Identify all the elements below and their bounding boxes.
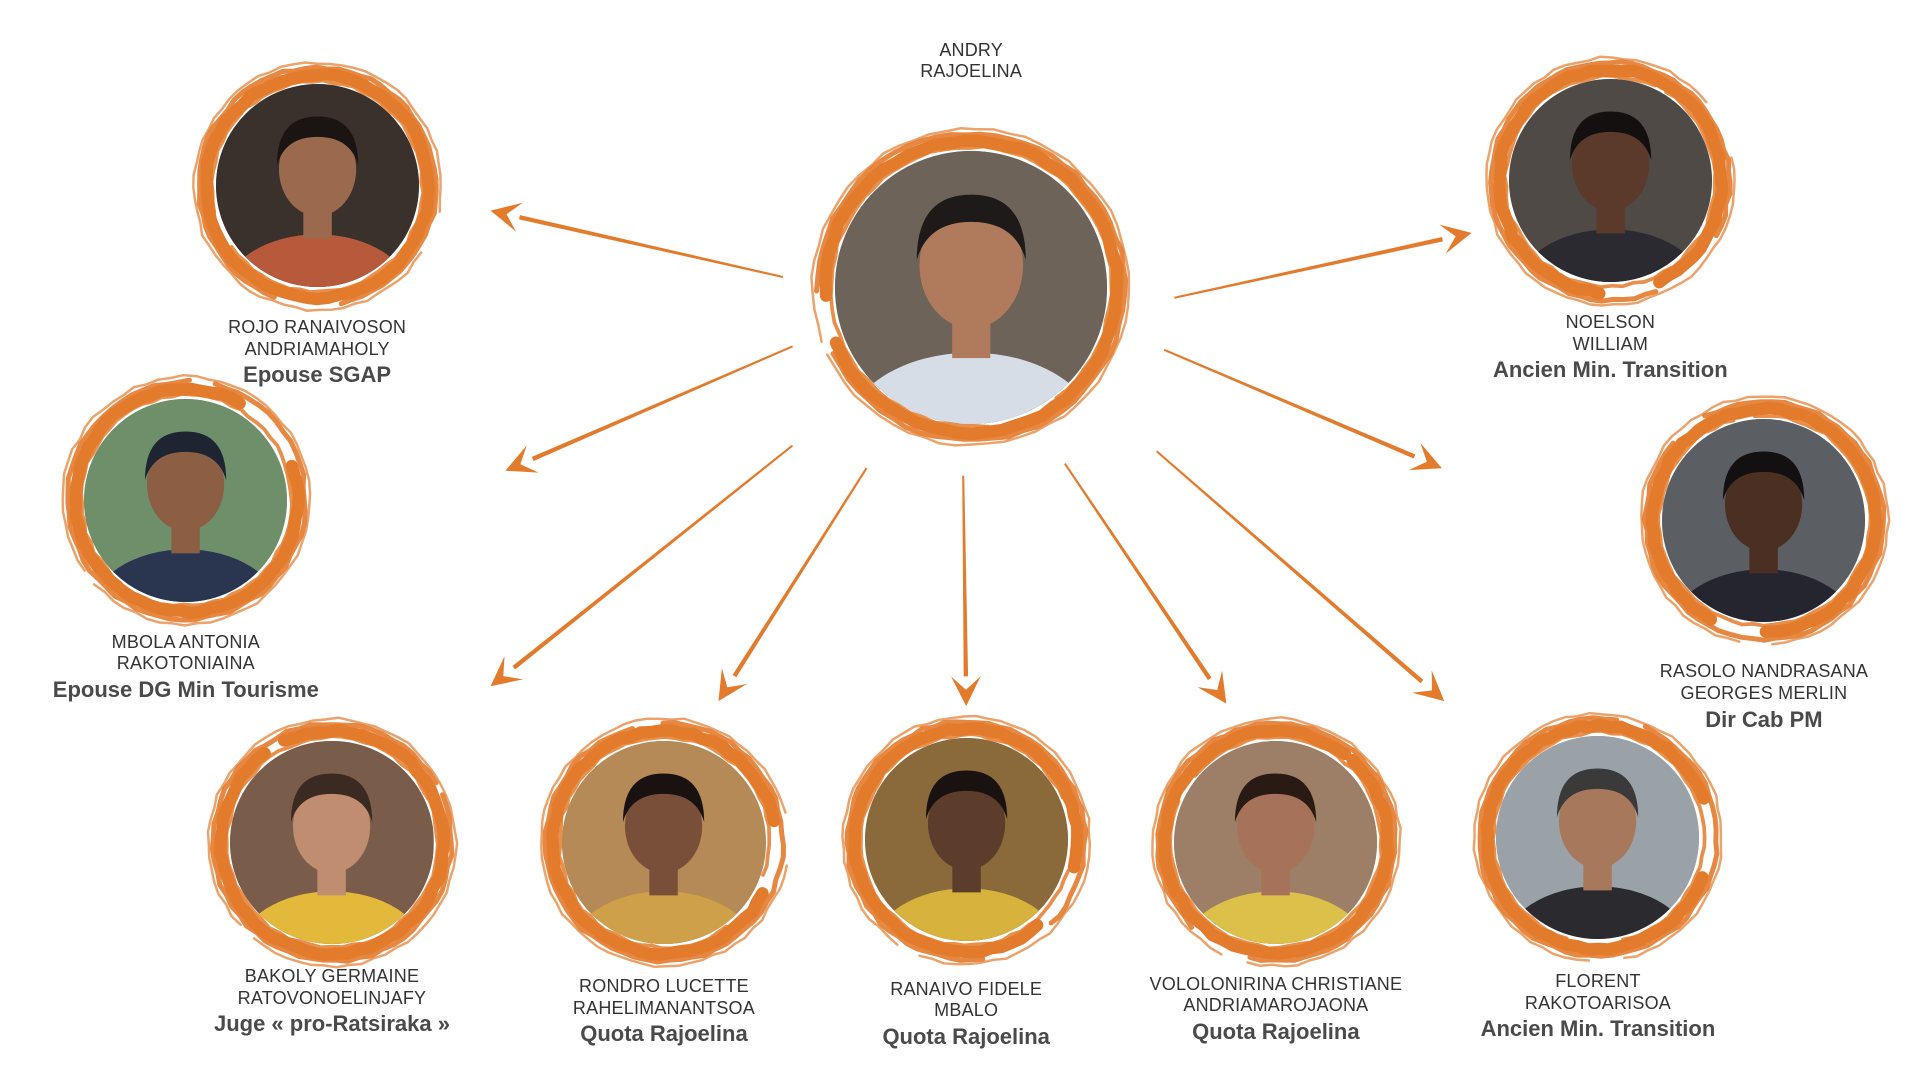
- person-role: Quota Rajoelina: [1192, 1018, 1360, 1044]
- person-name-line-2: ANDRIAMAHOLY: [244, 338, 390, 359]
- person-name-line-2: RAKOTOARISOA: [1524, 992, 1671, 1013]
- person-node-ranaivo: RANAIVO FIDELE MBALO Quota Rajoelina: [835, 709, 1098, 1049]
- center-name-line-2: RAJOELINA: [920, 61, 1023, 82]
- person-name-line-2: WILLIAM: [1572, 333, 1649, 354]
- arrow-ranaivo: [951, 475, 981, 707]
- person-portrait: [215, 84, 419, 288]
- arrow-shaft: [531, 345, 793, 461]
- arrow-noelson: [1174, 224, 1472, 299]
- person-portrait: [84, 398, 288, 602]
- person-node-florent: FLORENT RAKOTOARISOA Ancien Min. Transit…: [1467, 706, 1730, 1041]
- person-node-noelson: NOELSON WILLIAM Ancien Min. Transition: [1479, 50, 1742, 382]
- portrait-photo: [1662, 418, 1866, 622]
- person-role: Quota Rajoelina: [882, 1023, 1050, 1049]
- person-name-line-2: GEORGES MERLIN: [1680, 683, 1848, 704]
- person-role: Ancien Min. Transition: [1492, 357, 1728, 383]
- arrow-shaft: [1174, 237, 1443, 299]
- person-name-line-1: MBOLA ANTONIA: [111, 631, 260, 652]
- person-node-rojo: ROJO RANAIVOSON ANDRIAMAHOLY Epouse SGAP: [186, 55, 449, 387]
- arrow-head: [1412, 670, 1445, 702]
- arrow-rasolo: [1163, 348, 1442, 471]
- arrow-head: [490, 202, 523, 232]
- person-node-rondro: RONDRO LUCETTE RAHELIMANANTSOA Quota Raj…: [533, 711, 796, 1046]
- person-name-line-1: FLORENT: [1555, 971, 1641, 992]
- person-portrait: [562, 740, 766, 944]
- person-label: FLORENT RAKOTOARISOA Ancien Min. Transit…: [1388, 971, 1808, 1043]
- center-name-line-1: ANDRY: [939, 39, 1003, 60]
- arrow-shaft: [1064, 462, 1212, 681]
- person-node-bakoly: BAKOLY GERMAINE RATOVONOELINJAFY Juge « …: [201, 711, 464, 1036]
- person-portrait: [1508, 79, 1712, 283]
- person-portrait: [864, 738, 1068, 942]
- person-name-line-2: RAKOTONIAINA: [116, 653, 255, 674]
- arrow-head: [1439, 224, 1472, 254]
- arrow-shaft: [1163, 348, 1416, 459]
- arrow-head: [951, 676, 981, 707]
- arrow-rojo: [490, 202, 784, 278]
- person-portrait: [230, 740, 434, 944]
- person-label: MBOLA ANTONIA RAKOTONIAINA Epouse DG Min…: [0, 632, 396, 704]
- center-node: ANDRY RAJOELINA: [805, 40, 1137, 453]
- person-name-line-1: RASOLO NANDRASANA: [1659, 661, 1869, 682]
- person-name-line-1: NOELSON: [1565, 312, 1656, 333]
- arrow-mbola: [505, 345, 793, 473]
- arrow-head: [1408, 442, 1442, 471]
- person-name-line-2: RAHELIMANANTSOA: [572, 997, 755, 1018]
- portrait-photo: [84, 398, 288, 602]
- person-label: ROJO RANAIVOSON ANDRIAMAHOLY Epouse SGAP: [107, 317, 527, 389]
- person-portrait: [1496, 735, 1700, 939]
- person-name-line-2: RATOVONOELINJAFY: [237, 987, 427, 1008]
- arrow-shaft: [519, 215, 784, 278]
- portrait-photo: [562, 740, 766, 944]
- person-node-mbola: MBOLA ANTONIA RAKOTONIAINA Epouse DG Min…: [53, 369, 319, 702]
- center-name-label: ANDRY RAJOELINA: [761, 40, 1181, 83]
- arrow-shaft: [512, 444, 794, 670]
- person-name-line-2: ANDRIAMAROJAONA: [1183, 995, 1369, 1016]
- arrow-rondro: [718, 467, 868, 702]
- person-label: RANAIVO FIDELE MBALO Quota Rajoelina: [756, 979, 1176, 1051]
- person-role: Ancien Min. Transition: [1480, 1016, 1716, 1042]
- person-name-line-1: RONDRO LUCETTE: [579, 976, 749, 997]
- person-label: RASOLO NANDRASANA GEORGES MERLIN Dir Cab…: [1554, 661, 1920, 733]
- person-name-line-2: MBALO: [934, 1000, 999, 1021]
- arrow-head: [1197, 670, 1227, 704]
- portrait-photo: [834, 151, 1108, 424]
- portrait-photo: [1508, 79, 1712, 283]
- person-label: RONDRO LUCETTE RAHELIMANANTSOA Quota Raj…: [454, 976, 874, 1048]
- arrow-shaft: [732, 467, 868, 678]
- arrow-florent: [1155, 450, 1445, 702]
- center-portrait: [834, 151, 1108, 424]
- person-label: NOELSON WILLIAM Ancien Min. Transition: [1400, 312, 1820, 384]
- person-node-vololonirina: VOLOLONIRINA CHRISTIANE ANDRIAMAROJAONA …: [1145, 711, 1408, 1044]
- arrow-head: [490, 656, 524, 687]
- arrow-bakoly: [490, 444, 794, 687]
- person-label: VOLOLONIRINA CHRISTIANE ANDRIAMAROJAONA …: [1066, 974, 1486, 1046]
- arrow-head: [718, 668, 747, 702]
- arrow-shaft: [1155, 450, 1424, 684]
- arrow-shaft: [962, 475, 969, 677]
- person-node-rasolo: RASOLO NANDRASANA GEORGES MERLIN Dir Cab…: [1633, 389, 1896, 732]
- portrait-photo: [1496, 735, 1700, 939]
- person-role: Juge « pro-Ratsiraka »: [213, 1011, 450, 1037]
- portrait-photo: [215, 84, 419, 288]
- person-role: Dir Cab PM: [1705, 706, 1823, 732]
- person-label: BAKOLY GERMAINE RATOVONOELINJAFY Juge « …: [122, 966, 542, 1038]
- person-name-line-1: BAKOLY GERMAINE: [244, 966, 420, 987]
- person-portrait: [1662, 418, 1866, 622]
- person-name-line-1: VOLOLONIRINA CHRISTIANE: [1149, 973, 1403, 994]
- portrait-photo: [1174, 740, 1378, 944]
- person-name-line-1: RANAIVO FIDELE: [890, 978, 1043, 999]
- arrow-vololonirina: [1064, 462, 1227, 704]
- portrait-photo: [864, 738, 1068, 942]
- person-portrait: [1174, 740, 1378, 944]
- person-role: Epouse DG Min Tourisme: [52, 676, 319, 702]
- person-name-line-1: ROJO RANAIVOSON: [228, 317, 407, 338]
- portrait-photo: [230, 740, 434, 944]
- arrow-head: [505, 445, 539, 473]
- person-role: Quota Rajoelina: [580, 1021, 748, 1047]
